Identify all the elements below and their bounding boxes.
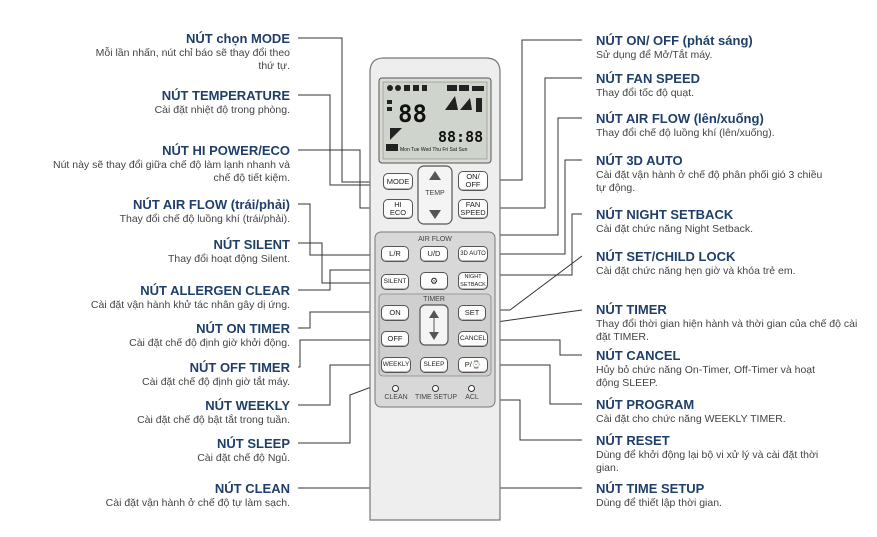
fan-speed-button[interactable]: FAN SPEED (458, 199, 488, 219)
lcd-temperature: 88 (398, 100, 427, 128)
line-program (492, 364, 582, 405)
lcd-clock: 88:88 (438, 128, 484, 146)
airflow-label: AIR FLOW (418, 236, 452, 243)
line-onoff (492, 39, 582, 181)
time-setup-label: TIME SETUP (415, 394, 458, 401)
mode-button[interactable]: MODE (383, 173, 413, 190)
off-timer-button[interactable]: OFF (381, 331, 409, 347)
sleep-button[interactable]: SLEEP (420, 357, 448, 373)
temp-label: TEMP (425, 190, 445, 197)
timer-label: TIMER (423, 296, 445, 303)
on-timer-button[interactable]: ON (381, 305, 409, 321)
line-offtimer (298, 339, 381, 368)
label-airflow-ud: NÚT AIR FLOW (lên/xuống)Thay đổi chế độ … (596, 111, 775, 139)
line-3dauto (490, 159, 582, 255)
3d-auto-button[interactable]: 3D AUTO (458, 246, 488, 262)
airflow-ud-button[interactable]: U/D (420, 246, 448, 262)
on-off-button[interactable]: ON/ OFF (458, 171, 488, 191)
allergen-clear-icon: ⚙ (429, 276, 439, 286)
line-ontimer (298, 311, 381, 329)
set-child-lock-button[interactable]: SET (458, 305, 486, 321)
line-mode (298, 37, 383, 183)
acl-label: ACL (465, 394, 479, 401)
label-onoff: NÚT ON/ OFF (phát sáng)Sử dụng để Mở/Tắt… (596, 33, 753, 61)
hi-eco-button[interactable]: HI ECO (383, 199, 413, 219)
cancel-button[interactable]: CANCEL (458, 331, 488, 347)
reset-button[interactable] (468, 385, 475, 392)
time-setup-button[interactable] (432, 385, 439, 392)
line-fanspeed (490, 77, 582, 209)
program-button[interactable]: P/⌚ (458, 357, 488, 373)
line-weekly (298, 364, 381, 406)
clean-label: CLEAN (384, 394, 408, 401)
allergen-clear-button[interactable]: ⚙ (420, 272, 448, 290)
line-airflow-lr (298, 203, 381, 256)
line-nightsetback (490, 213, 582, 276)
label-airflow-lr: NÚT AIR FLOW (trái/phải)Thay đổi chế độ … (119, 197, 290, 225)
airflow-lr-button[interactable]: L/R (381, 246, 409, 262)
line-cancel (492, 339, 582, 356)
line-silent (298, 242, 381, 284)
night-setback-button[interactable]: NIGHT SETBACK (458, 272, 488, 290)
weekly-button[interactable]: WEEKLY (381, 357, 411, 373)
lcd-days: Mon Tue Wed Thu Fri Sat Sun (400, 147, 468, 153)
clean-button[interactable] (392, 385, 399, 392)
silent-button[interactable]: SILENT (381, 274, 409, 290)
